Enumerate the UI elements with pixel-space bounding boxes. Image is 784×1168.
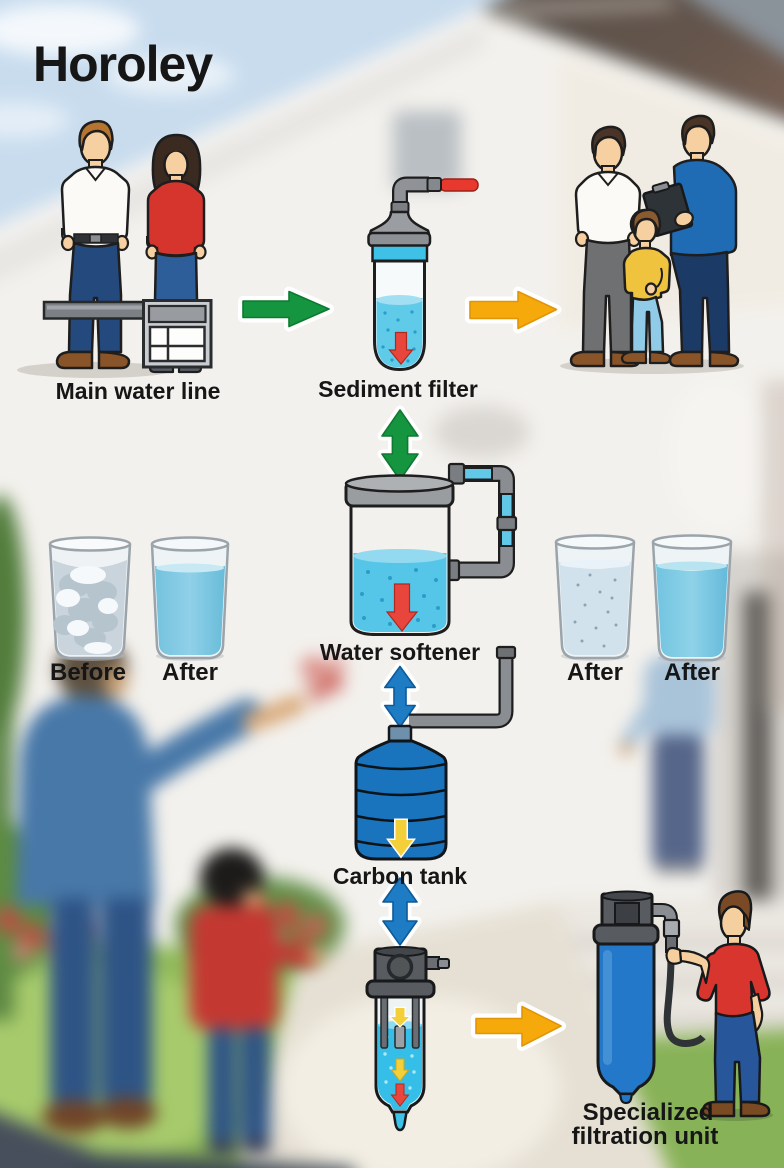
svg-text:filtration unit: filtration unit (572, 1123, 719, 1150)
svg-text:After: After (567, 659, 623, 686)
svg-text:Main water line: Main water line (56, 378, 221, 404)
svg-text:Sediment filter: Sediment filter (318, 376, 478, 402)
svg-text:After: After (664, 659, 720, 686)
svg-text:Specialized: Specialized (583, 1099, 714, 1126)
svg-text:Before: Before (50, 659, 126, 686)
svg-text:Water softener: Water softener (320, 639, 480, 665)
svg-text:Carbon tank: Carbon tank (333, 863, 467, 889)
svg-text:After: After (162, 659, 218, 686)
svg-text:Horoley: Horoley (33, 36, 213, 92)
